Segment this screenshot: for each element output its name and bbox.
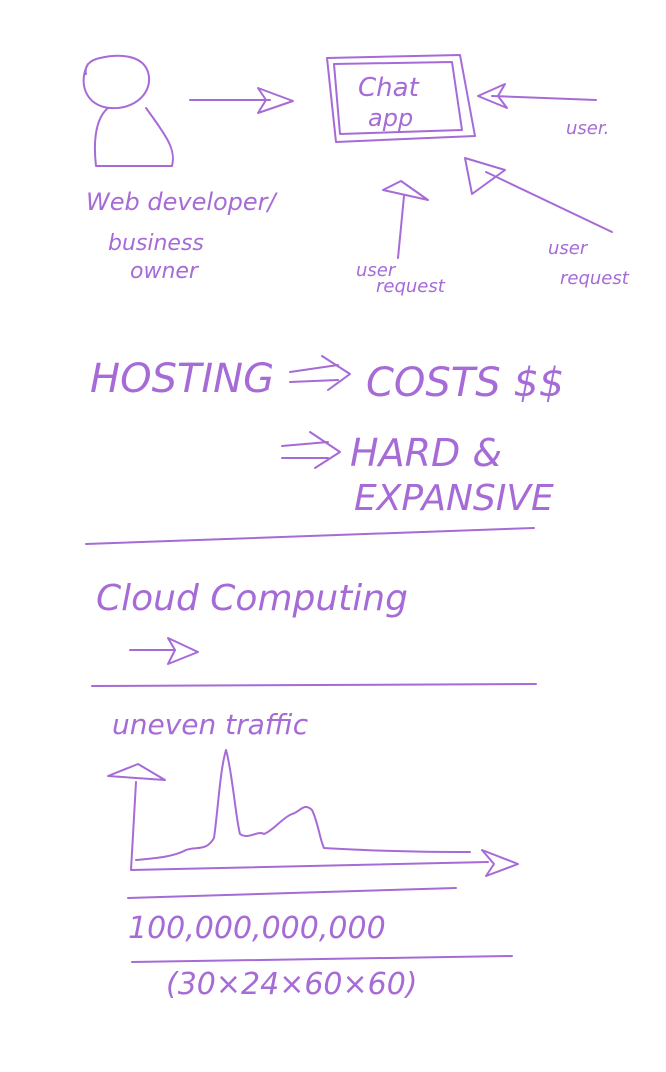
side-user-label: user.: [566, 118, 609, 139]
separator-3: [127, 887, 457, 899]
person-label-3: owner: [130, 259, 200, 284]
hosting-label: HOSTING: [90, 356, 274, 402]
fraction-bar: [131, 955, 513, 963]
app-label-1: Chat: [358, 73, 420, 103]
request2-label-1: user: [548, 238, 589, 259]
app-label-2: app: [368, 104, 413, 132]
costs-label: COSTS $$: [366, 360, 564, 406]
person-label-1: Web developer/: [86, 188, 279, 216]
ink-layer: [82, 54, 613, 963]
request-arrow-diagonal: [464, 157, 613, 233]
request2-label-2: request: [560, 268, 630, 289]
arrow-to-app: [189, 87, 294, 114]
cloud-arrow: [129, 637, 199, 665]
big-number: 100,000,000,000: [128, 911, 386, 946]
expensive-label: EXPANSIVE: [354, 478, 554, 519]
arrow-from-user: [477, 83, 597, 109]
request-arrow-up: [382, 180, 429, 259]
request1-label-1: user: [356, 260, 397, 281]
traffic-title: uneven traffic: [112, 708, 309, 741]
traffic-chart: [107, 749, 519, 877]
chat-app-box: [326, 54, 476, 143]
separator-2: [91, 683, 537, 687]
text-layer: Chat app user. Web developer/ business o…: [86, 73, 630, 1002]
separator-1: [85, 527, 535, 545]
cloud-title: Cloud Computing: [96, 578, 408, 619]
person-label-2: business: [108, 231, 204, 256]
request1-label-2: request: [376, 276, 446, 297]
implies-arrow-2: [281, 431, 341, 469]
hard-label: HARD &: [350, 431, 502, 475]
person-icon: [82, 54, 174, 167]
implies-arrow-1: [289, 355, 351, 391]
formula: (30×24×60×60): [166, 967, 418, 1002]
